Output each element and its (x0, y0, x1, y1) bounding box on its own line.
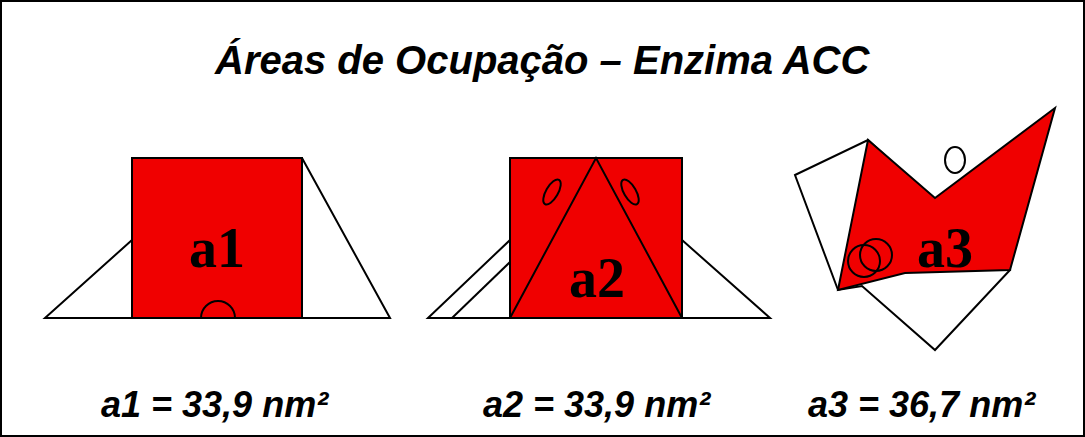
half-circle (201, 301, 235, 318)
white-triangle (45, 240, 132, 318)
red-square (132, 158, 302, 318)
red-square (510, 158, 682, 318)
area-shape: a2 (510, 158, 682, 318)
area-value: a1 = 33,9 nm² (101, 385, 328, 425)
edge-line (452, 262, 510, 318)
site-ellipse (540, 177, 564, 207)
area-value: a2 = 33,9 nm² (483, 385, 710, 425)
site-circle (860, 239, 892, 271)
title: Áreas de Ocupação – Enzima ACC (215, 38, 869, 82)
white-triangle (682, 240, 770, 318)
area-shape: a3 (835, 105, 1060, 295)
site-circle (848, 245, 880, 277)
white-triangle (302, 158, 390, 318)
white-triangle (428, 240, 510, 318)
area-label: a1 (189, 220, 245, 276)
site-ellipse (618, 177, 642, 207)
red-polygon (838, 108, 1055, 290)
area-value: a3 = 36,7 nm² (808, 385, 1035, 425)
site-ellipse (945, 147, 965, 173)
area-label: a3 (917, 220, 973, 276)
area-shape: a1 (132, 158, 302, 318)
area-label: a2 (569, 250, 625, 306)
inner-triangle (510, 158, 682, 318)
